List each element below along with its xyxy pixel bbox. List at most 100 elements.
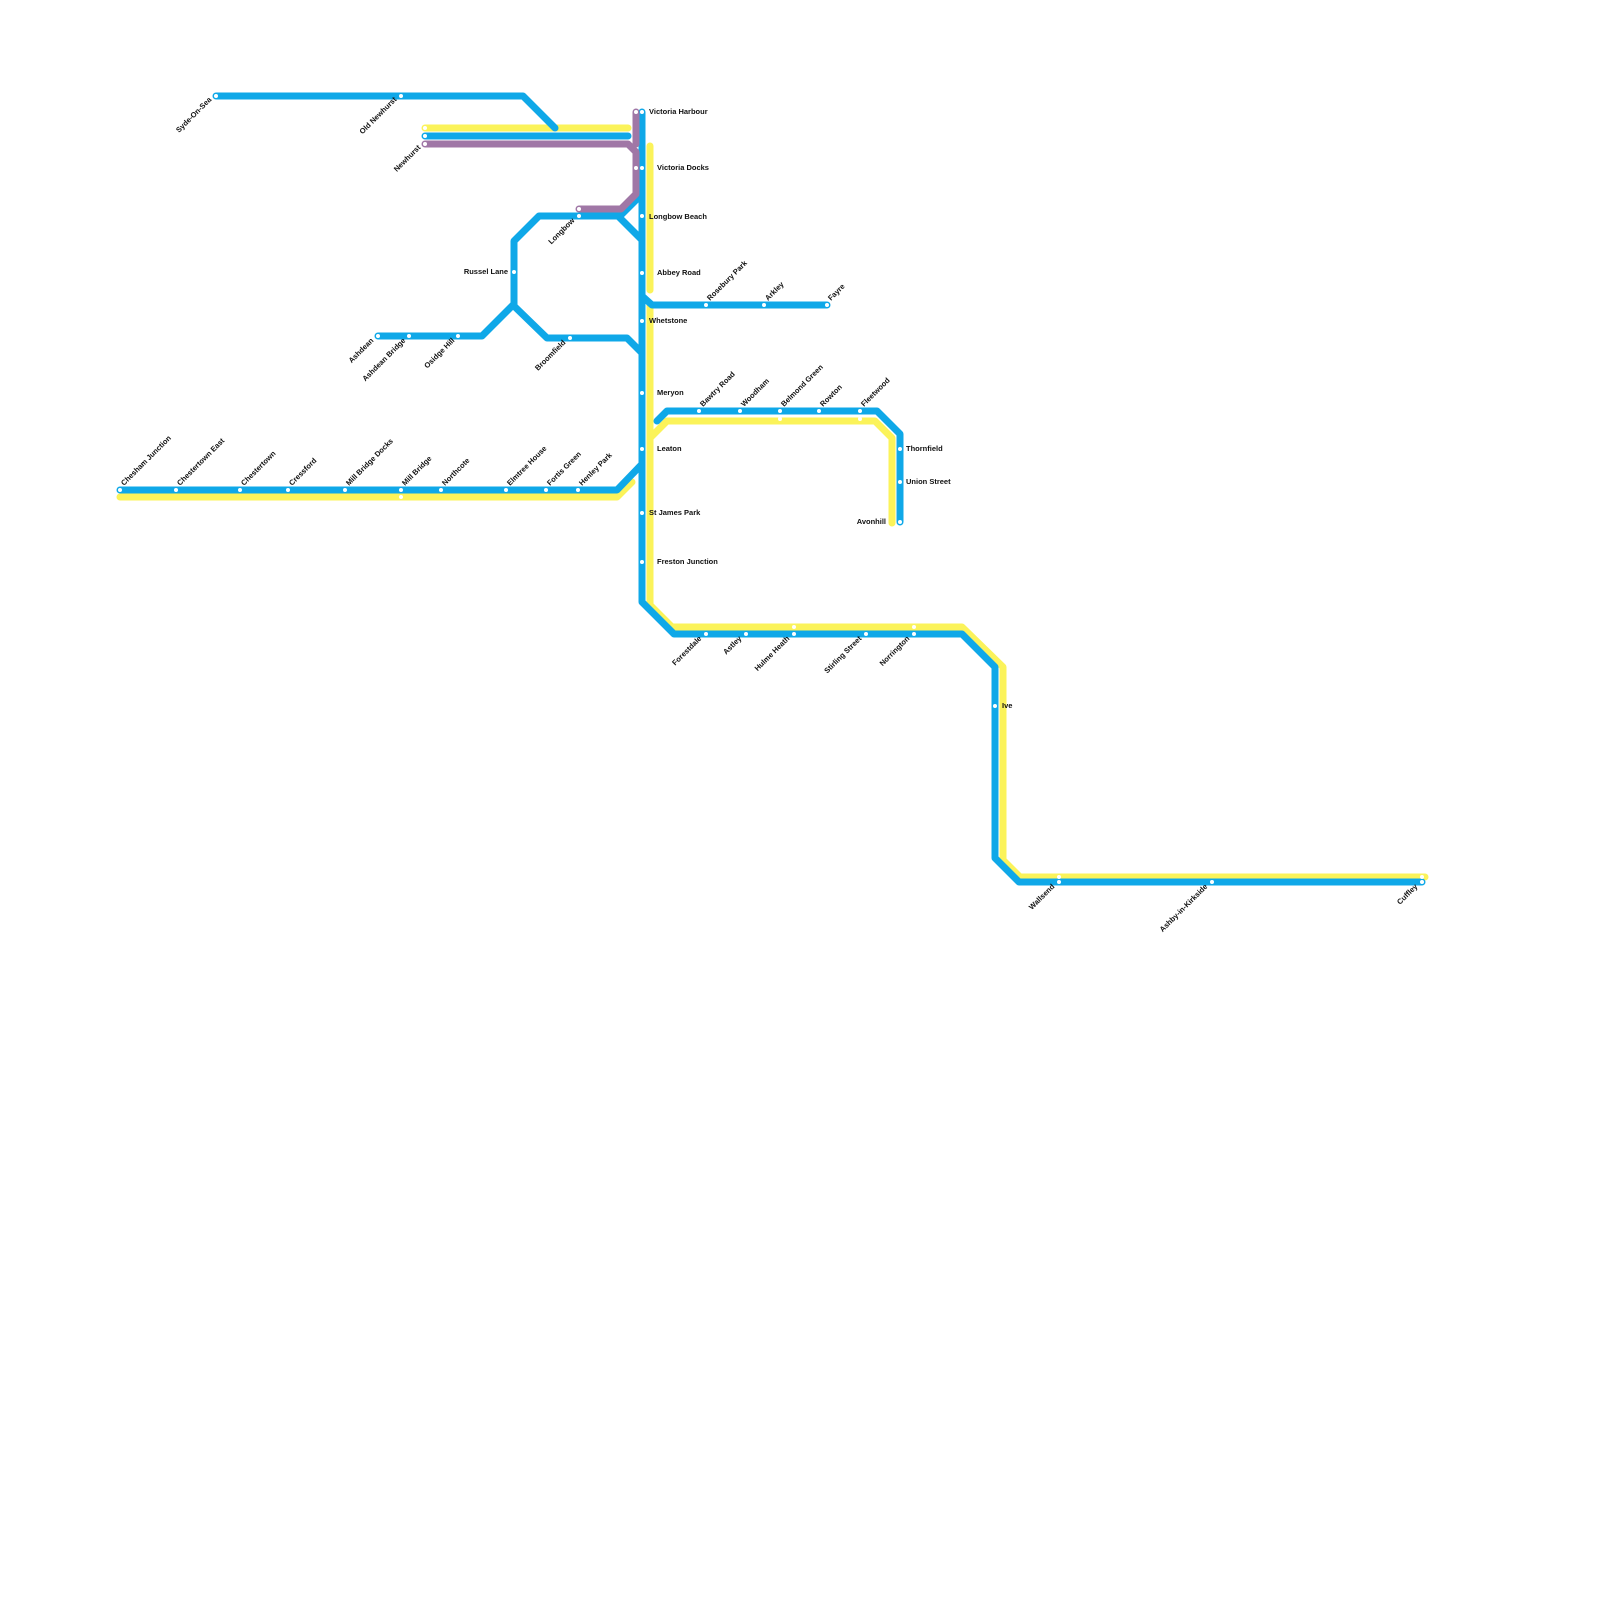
station-label-chestertown[interactable]: Chestertown bbox=[239, 449, 278, 488]
station-dot[interactable] bbox=[423, 142, 427, 146]
station-dot[interactable] bbox=[817, 409, 821, 413]
station-dot[interactable] bbox=[704, 303, 708, 307]
station-dot[interactable] bbox=[898, 447, 902, 451]
station-label-chesham-junction[interactable]: Chesham Junction bbox=[119, 433, 173, 487]
station-label-hulme-heath[interactable]: Hulme Heath bbox=[753, 634, 792, 673]
station-label-fleetwood[interactable]: Fleetwood bbox=[859, 376, 892, 409]
station-label-bawtry-road[interactable]: Bawtry Road bbox=[698, 369, 737, 408]
station-label-newhurst[interactable]: Newhurst bbox=[392, 143, 423, 174]
station-label-abbey-road[interactable]: Abbey Road bbox=[657, 268, 701, 277]
station-label-fayre[interactable]: Fayre bbox=[826, 282, 847, 303]
station-dot[interactable] bbox=[858, 417, 862, 421]
station-label-whetstone[interactable]: Whetstone bbox=[649, 316, 687, 325]
station-label-mill-bridge-docks[interactable]: Mill Bridge Docks bbox=[344, 437, 395, 488]
station-dot[interactable] bbox=[174, 488, 178, 492]
station-label-ashdean[interactable]: Ashdean bbox=[347, 336, 376, 365]
station-dot[interactable] bbox=[512, 270, 516, 274]
station-label-avonhill[interactable]: Avonhill bbox=[857, 517, 886, 526]
station-dot[interactable] bbox=[898, 520, 902, 524]
station-dot[interactable] bbox=[864, 632, 868, 636]
station-dot[interactable] bbox=[286, 488, 290, 492]
station-label-leaton[interactable]: Leaton bbox=[657, 444, 682, 453]
station-dot[interactable] bbox=[778, 417, 782, 421]
yellow-line[interactable] bbox=[116, 124, 1429, 881]
station-dot[interactable] bbox=[407, 334, 411, 338]
blue-line-chesham-branch[interactable] bbox=[116, 460, 646, 494]
blue-line-longbow-loop[interactable] bbox=[510, 212, 646, 357]
station-dot[interactable] bbox=[423, 126, 427, 130]
station-label-longbow[interactable]: Longbow bbox=[546, 216, 576, 246]
station-dot[interactable] bbox=[640, 560, 644, 564]
station-label-union-street[interactable]: Union Street bbox=[906, 477, 951, 486]
yellow-line-avonhill-branch[interactable] bbox=[646, 417, 896, 527]
station-label-ive[interactable]: Ive bbox=[1002, 701, 1012, 710]
station-label-victoria-harbour[interactable]: Victoria Harbour bbox=[649, 107, 708, 116]
station-dot[interactable] bbox=[762, 303, 766, 307]
station-dot[interactable] bbox=[640, 447, 644, 451]
station-dot[interactable] bbox=[778, 409, 782, 413]
station-label-ashby-in-kirkside[interactable]: Ashby-in-Kirkside bbox=[1158, 882, 1210, 934]
station-label-syde-on-sea[interactable]: Syde-On-Sea bbox=[174, 94, 214, 134]
station-label-old-newhurst[interactable]: Old Newhurst bbox=[358, 95, 399, 136]
station-dot[interactable] bbox=[640, 319, 644, 323]
station-label-mill-bridge[interactable]: Mill Bridge bbox=[400, 454, 433, 487]
station-dot[interactable] bbox=[704, 632, 708, 636]
station-dot[interactable] bbox=[640, 271, 644, 275]
station-dot[interactable] bbox=[118, 488, 122, 492]
station-dot[interactable] bbox=[576, 488, 580, 492]
station-dot[interactable] bbox=[1057, 880, 1061, 884]
station-dot[interactable] bbox=[792, 625, 796, 629]
station-dot[interactable] bbox=[898, 480, 902, 484]
station-dot[interactable] bbox=[640, 166, 644, 170]
blue-line-fayre-branch[interactable] bbox=[638, 292, 831, 309]
station-label-forestdale[interactable]: Forestdale bbox=[670, 634, 703, 667]
station-dot[interactable] bbox=[858, 409, 862, 413]
blue-line-fleetwood-branch[interactable] bbox=[653, 407, 904, 526]
station-dot[interactable] bbox=[738, 409, 742, 413]
station-label-cressford[interactable]: Cressford bbox=[287, 456, 319, 488]
station-label-longbow-beach[interactable]: Longbow Beach bbox=[649, 212, 707, 221]
station-label-victoria-docks[interactable]: Victoria Docks bbox=[657, 163, 709, 172]
station-dot[interactable] bbox=[634, 110, 638, 114]
station-label-elmtree-house[interactable]: Elmtree House bbox=[505, 444, 549, 488]
station-dot[interactable] bbox=[399, 94, 403, 98]
station-dot[interactable] bbox=[792, 632, 796, 636]
station-dot[interactable] bbox=[825, 303, 829, 307]
station-dot[interactable] bbox=[640, 214, 644, 218]
station-label-freston-junction[interactable]: Freston Junction bbox=[657, 557, 718, 566]
station-dot[interactable] bbox=[238, 488, 242, 492]
station-dot[interactable] bbox=[634, 166, 638, 170]
blue-line-syde-segment[interactable] bbox=[212, 92, 559, 132]
station-dot[interactable] bbox=[744, 632, 748, 636]
station-label-broomfield[interactable]: Broomfield bbox=[533, 338, 568, 373]
station-label-meryon[interactable]: Meryon bbox=[657, 388, 684, 397]
station-dot[interactable] bbox=[993, 704, 997, 708]
station-dot[interactable] bbox=[504, 488, 508, 492]
blue-line-ashdean-branch[interactable] bbox=[374, 300, 518, 340]
station-dot[interactable] bbox=[376, 334, 380, 338]
station-dot[interactable] bbox=[544, 488, 548, 492]
station-dot[interactable] bbox=[1420, 880, 1424, 884]
station-label-wallsend[interactable]: Wallsend bbox=[1027, 882, 1057, 912]
purple-line[interactable] bbox=[421, 108, 640, 213]
station-dot[interactable] bbox=[912, 625, 916, 629]
station-label-woodham[interactable]: Woodham bbox=[739, 376, 771, 408]
station-dot[interactable] bbox=[423, 134, 427, 138]
station-dot[interactable] bbox=[568, 336, 572, 340]
station-dot[interactable] bbox=[399, 488, 403, 492]
station-label-northcote[interactable]: Northcote bbox=[440, 456, 471, 487]
station-dot[interactable] bbox=[1420, 875, 1424, 879]
station-label-rosebury-park[interactable]: Rosebury Park bbox=[705, 258, 749, 302]
yellow-line-west-segment[interactable] bbox=[116, 478, 636, 501]
station-label-rowton[interactable]: Rowton bbox=[818, 382, 844, 408]
station-dot[interactable] bbox=[343, 488, 347, 492]
station-label-norrington[interactable]: Norrington bbox=[878, 634, 912, 668]
station-dot[interactable] bbox=[912, 632, 916, 636]
blue-line-longbow-link[interactable] bbox=[616, 190, 646, 220]
station-label-chestertown-east[interactable]: Chestertown East bbox=[175, 436, 227, 488]
station-dot[interactable] bbox=[439, 488, 443, 492]
yellow-line-trunk-segment[interactable] bbox=[646, 301, 1429, 881]
station-dot[interactable] bbox=[399, 495, 403, 499]
station-dot[interactable] bbox=[456, 334, 460, 338]
station-dot[interactable] bbox=[640, 511, 644, 515]
